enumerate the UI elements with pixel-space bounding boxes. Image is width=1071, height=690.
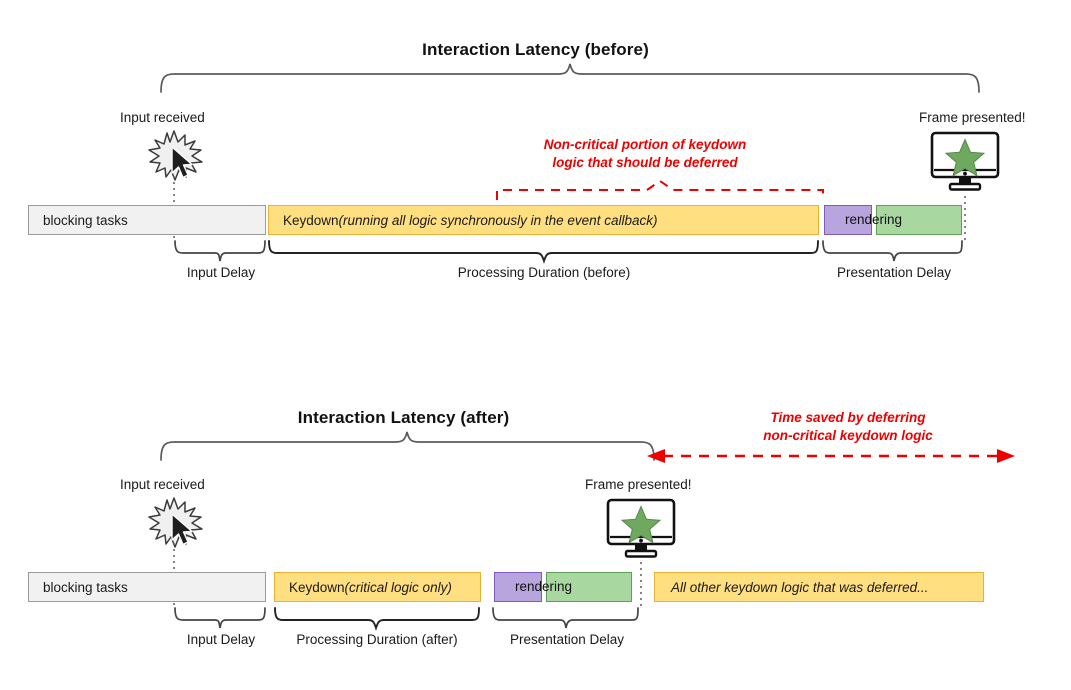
star-icon	[944, 138, 986, 177]
section2-keydown-detail: (critical logic only)	[344, 579, 452, 595]
star-icon	[620, 505, 662, 544]
section2-red-line1: Time saved by deferring	[770, 410, 926, 425]
section1-blocking-tasks-bar[interactable]: blocking tasks	[28, 205, 266, 235]
section2-red-annotation: Time saved by deferring non-critical key…	[625, 409, 1071, 444]
section1-bottom-label-input-delay: Input Delay	[186, 265, 256, 280]
section1-red-annotation: Non-critical portion of keydown logic th…	[435, 136, 855, 171]
mouse-cursor-icon	[171, 513, 193, 546]
section1-red-line1: Non-critical portion of keydown	[543, 137, 747, 152]
section2-bottom-label-presentation: Presentation Delay	[509, 632, 625, 647]
section1-presentation-purple-bar[interactable]	[824, 205, 872, 235]
section1-input-received-label: Input received	[120, 110, 205, 125]
monitor-icon	[606, 498, 676, 558]
section2-keydown-bar[interactable]: Keydown (critical logic only)	[274, 572, 481, 602]
section1-latency-brace	[160, 63, 980, 93]
section2-blocking-tasks-bar[interactable]: blocking tasks	[28, 572, 266, 602]
section2-latency-brace	[160, 431, 655, 461]
section1-bottom-label-presentation: Presentation Delay	[836, 265, 952, 280]
section2-bottom-label-input-delay: Input Delay	[186, 632, 256, 647]
section1-presentation-green-bar[interactable]	[876, 205, 962, 235]
section1-deferrable-bracket	[496, 179, 824, 200]
section1-frame-presented-label: Frame presented!	[919, 110, 1026, 125]
section1-red-line2: logic that should be deferred	[552, 154, 738, 170]
section2-deferred-bar[interactable]: All other keydown logic that was deferre…	[654, 572, 984, 602]
section2-time-saved-arrow	[647, 449, 1015, 463]
section1-bottom-label-processing: Processing Duration (before)	[457, 265, 631, 280]
section2-input-received-label: Input received	[120, 477, 205, 492]
monitor-icon	[930, 131, 1000, 191]
section2-title: Interaction Latency (after)	[297, 408, 510, 427]
section2-bottom-label-processing: Processing Duration (after)	[296, 632, 458, 647]
section1-keydown-bar[interactable]: Keydown (running all logic synchronously…	[268, 205, 819, 235]
section2-presentation-purple-bar[interactable]	[494, 572, 542, 602]
mouse-cursor-icon	[171, 146, 193, 179]
section1-title: Interaction Latency (before)	[422, 40, 649, 59]
section1-keydown-detail: (running all logic synchronously in the …	[338, 212, 658, 228]
section1-keydown-label: Keydown	[283, 212, 339, 228]
section2-frame-presented-label: Frame presented!	[585, 477, 692, 492]
section2-keydown-label: Keydown	[289, 579, 345, 595]
section2-presentation-green-bar[interactable]	[546, 572, 632, 602]
section2-red-line2: non-critical keydown logic	[763, 427, 933, 443]
